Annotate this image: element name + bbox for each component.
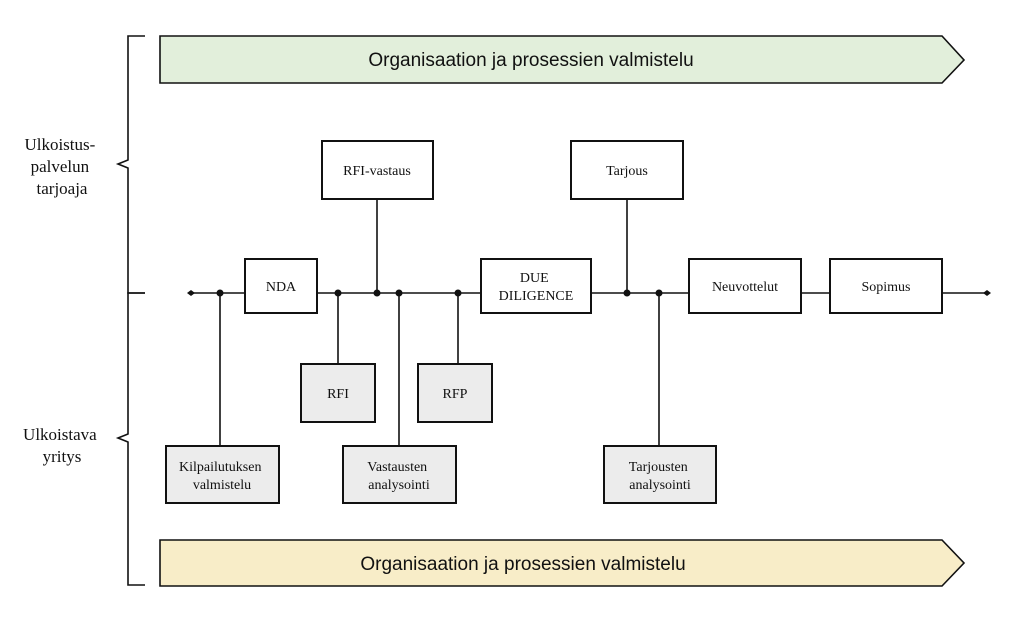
box-due-diligence-line-2: DILIGENCE (499, 289, 574, 304)
box-rfp: RFP (417, 363, 493, 423)
svg-text:RFI: RFI (327, 387, 349, 402)
junction-dots (216, 289, 663, 297)
box-due-diligence-line-1: DUE (520, 271, 549, 286)
top-arrow-label: Organisaation ja prosessien valmistelu (368, 50, 693, 71)
timeline-end-marker (983, 290, 991, 296)
box-rfp-label: RFP (443, 387, 468, 402)
bottom-arrow-label: Organisaation ja prosessien valmistelu (360, 554, 685, 575)
box-tarjousten-line-2: analysointi (629, 478, 691, 493)
box-rfi-label: RFI (327, 387, 349, 402)
provider-label-line-3: tarjoaja (37, 179, 88, 198)
svg-text:Tarjousten analysointi: Tarjousten analysointi (629, 460, 691, 493)
box-tarjous: Tarjous (570, 140, 684, 200)
box-nda: NDA (244, 258, 318, 314)
box-kilpailutuksen-line-1: Kilpailutuksen (179, 460, 261, 475)
box-tarjousten-line-1: Tarjousten (629, 460, 688, 475)
company-label: Ulkoistava yritys (23, 425, 101, 466)
top-arrow: Organisaation ja prosessien valmistelu (159, 35, 966, 84)
box-tarjousten-analysointi: Tarjousten analysointi (603, 445, 717, 504)
junction-dot (216, 289, 224, 297)
box-neuvottelut: Neuvottelut (688, 258, 802, 314)
junction-dot (454, 289, 462, 297)
box-neuvottelut-label: Neuvottelut (712, 280, 778, 295)
provider-label: Ulkoistus- palvelun tarjoaja (24, 135, 99, 198)
box-kilpailutuksen-line-2: valmistelu (193, 478, 251, 493)
svg-text:Tarjous: Tarjous (606, 164, 648, 179)
box-vastausten-line-1: Vastausten (367, 460, 427, 475)
connectors (219, 199, 660, 446)
box-nda-label: NDA (266, 280, 297, 295)
provider-label-line-1: Ulkoistus- (24, 135, 95, 154)
svg-text:Neuvottelut: Neuvottelut (712, 280, 778, 295)
box-vastausten-line-2: analysointi (368, 478, 430, 493)
box-rfi-vastaus-label: RFI-vastaus (343, 164, 411, 179)
junction-dot (334, 289, 342, 297)
svg-text:RFI-vastaus: RFI-vastaus (343, 164, 411, 179)
provider-label-line-2: palvelun (31, 157, 90, 176)
side-brace (115, 35, 145, 586)
box-rfi-vastaus: RFI-vastaus (321, 140, 434, 200)
bottom-arrow-shape (159, 539, 966, 587)
box-vastausten-analysointi: Vastausten analysointi (342, 445, 457, 504)
junction-dot (655, 289, 663, 297)
svg-text:RFP: RFP (443, 387, 468, 402)
junction-dot (373, 289, 381, 297)
bottom-arrow: Organisaation ja prosessien valmistelu (159, 539, 966, 587)
junction-dot (623, 289, 631, 297)
box-tarjous-label: Tarjous (606, 164, 648, 179)
svg-text:Kilpailutuksen valmistel: Kilpailutuksen valmistelu (179, 460, 265, 493)
box-due-diligence: DUE DILIGENCE (480, 258, 592, 314)
junction-dot (395, 289, 403, 297)
svg-text:DUE DILIGENCE: DUE DILIGENCE (499, 271, 574, 304)
box-sopimus-label: Sopimus (861, 280, 910, 295)
box-kilpailutuksen-valmistelu: Kilpailutuksen valmistelu (165, 445, 280, 504)
box-rfi: RFI (300, 363, 376, 423)
box-sopimus: Sopimus (829, 258, 943, 314)
svg-text:NDA: NDA (266, 280, 297, 295)
svg-text:Vastausten analysointi: Vastausten analysointi (367, 460, 430, 493)
svg-text:Sopimus: Sopimus (861, 280, 910, 295)
timeline-start-marker (187, 290, 195, 296)
company-label-line-2: yritys (43, 447, 82, 466)
top-arrow-shape (159, 35, 966, 84)
company-label-line-1: Ulkoistava (23, 425, 97, 444)
